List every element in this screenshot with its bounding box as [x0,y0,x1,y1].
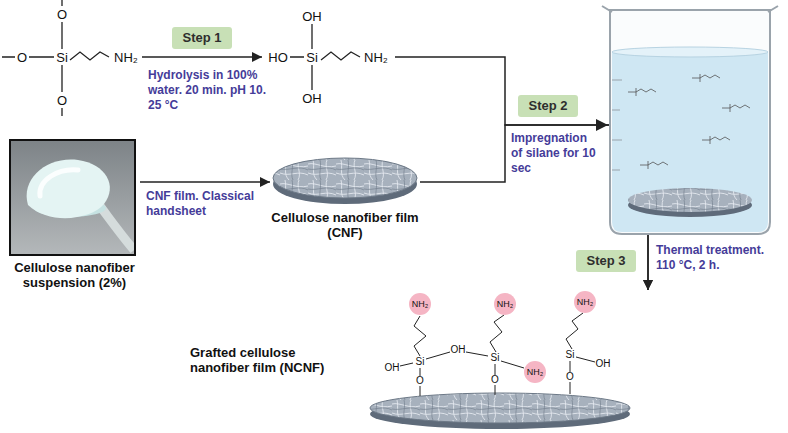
aptms-bonds [2,0,109,116]
photo-panel: Cellulose nanofiber suspension (2%) [5,138,140,300]
step-label: Step 2 [528,98,567,113]
process-arrow [140,181,270,183]
atom-label: OH [302,92,322,105]
amine-circle [494,293,516,315]
caption: Cellulose nanofiber film (CNF) [270,210,420,241]
caption: Grafted cellulose nanofiber film (NCNF) [190,345,358,376]
propyl-chain [490,315,504,352]
atom-label: NH₂ [527,368,544,377]
amine-circle [574,291,596,313]
beaker-glass [610,10,770,234]
photo-ground [10,140,135,255]
gel-blob [27,160,110,219]
propyl-chain [566,313,583,349]
molecule-structure: O O Si NH₂ O [0,0,142,116]
atom-label: Si [416,357,425,367]
atom-label: Si [566,350,575,360]
step-label: Step 1 [182,30,221,45]
impregnation-beaker [596,6,778,234]
atom-label: O [491,375,499,385]
atom-label: O [57,94,67,107]
spoon-handle [100,206,134,250]
step-label: Step 3 [586,253,625,268]
atom-label: NH₂ [364,51,388,64]
beaker-lip [602,6,778,12]
step-box: Step 2 [518,95,577,118]
molecule-structure: OH HO Si NH₂ OH [262,0,395,116]
ncnf-film [370,393,630,429]
bond-lines [290,24,360,90]
grafted-film: Grafted cellulose nanofiber film (NCNF)N… [365,290,655,432]
beaker-marks [612,80,622,170]
tiny-silane [702,136,730,144]
atom-label: O [416,376,424,386]
condition-label: Impregnation of silane for 10 sec [511,131,599,176]
grafted-bonds [400,313,595,396]
gel-highlight [40,170,78,196]
atom-label: OH [385,363,400,373]
amine-highlights [409,291,596,383]
atom-label: OH [302,10,322,23]
silanol-bonds [290,24,360,90]
atom-label: NH₂ [412,300,429,309]
silane-molecules [628,74,750,169]
condition-label: Thermal treatment. 110 °C, 2 h. [656,243,784,273]
tiny-silane [722,104,750,112]
tiny-silane [628,88,656,96]
atom-label: O [17,51,27,64]
atom-label: Si [306,51,318,64]
atom-label: O [566,372,574,382]
atom-label: OH [451,345,466,355]
amine-circle [524,361,546,383]
tiny-silane [692,74,720,82]
atom-label: NH₂ [114,51,138,64]
arrow-head [596,119,608,131]
bond-lines [2,0,109,116]
photo-border [10,140,135,255]
atom-label: OH [596,359,611,369]
suspension-photo [10,140,135,255]
atom-label: Si [56,51,68,64]
film-disc: Cellulose nanofiber film (CNF) [270,140,420,250]
condition-label: Hydrolysis in 100% water. 20 min. pH 10.… [148,68,273,113]
beaker-liquid [612,52,768,232]
amine-circle [409,293,431,315]
caption: Cellulose nanofiber suspension (2%) [2,260,147,291]
atom-label: NH₂ [577,298,594,307]
propyl-chain [414,316,426,356]
liquid-surface [612,47,768,57]
film-top [370,393,630,423]
atom-label: Si [491,353,500,363]
atom-label: O [57,8,67,21]
step-box: Step 1 [172,27,231,50]
atom-label: NH₂ [497,300,514,309]
step-box: Step 3 [576,250,635,273]
film-top [273,158,417,198]
atom-label: HO [268,51,288,64]
condition-label: CNF film. Classical handsheet [146,189,268,219]
tiny-silane [640,161,668,169]
cnf-film [273,158,417,204]
process-arrow [142,56,262,58]
film-top [628,188,752,212]
